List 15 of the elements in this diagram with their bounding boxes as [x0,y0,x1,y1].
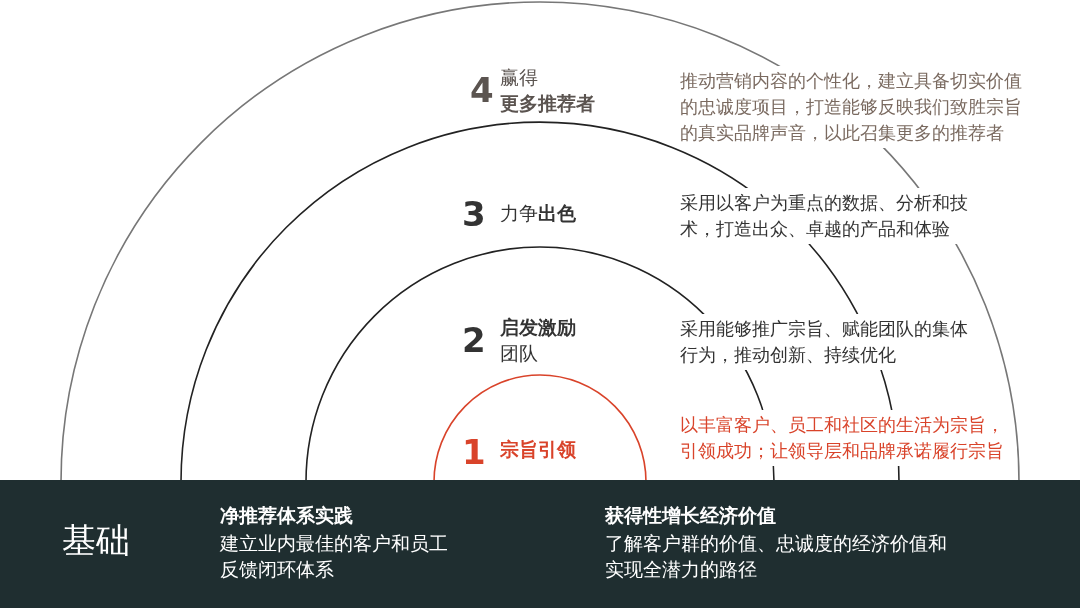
foundation-band [0,480,1080,608]
section-text: 了解客户群的价值、忠诚度的经济价值和实现全潜力的路径 [605,531,948,582]
section-heading: 获得性增长经济价值 [605,503,776,528]
level-title: 宗旨引领 [500,437,576,462]
band-heading: 基础 [62,520,130,561]
level-title: 启发激励团队 [500,315,576,366]
level-number: 4 [470,70,494,110]
level-number: 3 [462,194,486,234]
concentric-arc [433,373,647,480]
level-number: 2 [462,320,486,360]
section-heading: 净推荐体系实践 [220,503,353,528]
section-text: 建立业内最佳的客户和员工反馈闭环体系 [220,531,449,582]
level-number: 1 [462,432,486,472]
level-title: 力争出色 [500,201,576,226]
level-title: 赢得更多推荐者 [500,65,595,116]
